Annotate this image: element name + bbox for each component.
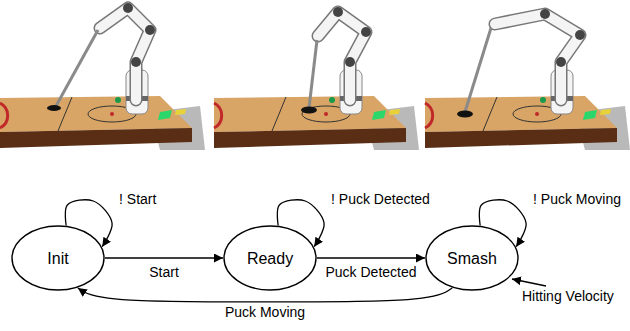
- photo-1: [0, 3, 205, 150]
- state-text-block: Ready: [247, 249, 293, 268]
- transition-label: ! Puck Detected: [329, 191, 432, 207]
- transition-label: Puck Detected: [323, 264, 418, 280]
- transition-label: Puck Moving: [223, 304, 307, 320]
- joint: [145, 25, 155, 35]
- state-ellipse: Init: [11, 225, 105, 291]
- table-scene: [425, 70, 630, 150]
- robot-arm: [318, 12, 366, 100]
- ellipse-shape: [426, 226, 518, 290]
- robot-arm: [495, 14, 580, 100]
- photo-3: [425, 9, 630, 150]
- table-scene: [0, 70, 205, 150]
- joint: [361, 27, 371, 37]
- input-arrow: [512, 279, 546, 286]
- mallet-stick: [309, 40, 317, 108]
- puck: [457, 111, 473, 118]
- puck: [47, 105, 61, 111]
- state-name: Smash: [447, 249, 497, 268]
- joint: [556, 57, 566, 67]
- transition-arrow: [105, 257, 223, 258]
- transition-arrow: [317, 257, 425, 258]
- state-name: Init: [47, 249, 68, 268]
- state-ellipse: Ready: [223, 225, 317, 291]
- transition-label: ! Start: [117, 191, 158, 207]
- robot-arm: [100, 8, 150, 100]
- joint: [345, 57, 355, 67]
- table-scene: [214, 70, 419, 150]
- joint: [131, 57, 141, 67]
- input-label: Hitting Velocity: [520, 288, 616, 304]
- puck: [301, 107, 317, 114]
- transition-label: ! Puck Moving: [531, 191, 623, 207]
- robot-arm: [100, 8, 150, 100]
- ellipse-shape: [12, 226, 104, 290]
- ellipse-shape: [224, 226, 316, 290]
- mallet-stick: [465, 28, 491, 112]
- robot-arm: [318, 12, 366, 100]
- state-ellipse: Smash: [425, 225, 519, 291]
- joint: [540, 9, 550, 19]
- joint: [575, 30, 585, 40]
- state-name: Ready: [247, 249, 293, 268]
- transition-label: Start: [147, 264, 181, 280]
- state-text-block: Smash: [447, 249, 497, 268]
- robot-arm: [495, 14, 580, 100]
- photo-2: [214, 7, 419, 150]
- joint: [123, 3, 133, 13]
- state-text-block: Init: [47, 249, 68, 268]
- joint: [333, 7, 343, 17]
- mallet-stick: [56, 30, 98, 106]
